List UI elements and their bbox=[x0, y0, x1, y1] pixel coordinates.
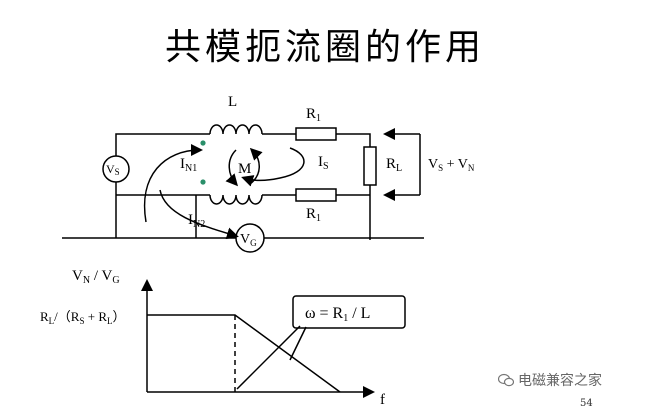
page-number: 54 bbox=[580, 398, 593, 409]
is-label: IS bbox=[318, 154, 329, 172]
resistor-bottom bbox=[295, 188, 337, 202]
corner-formula: ω = R1 / L bbox=[305, 305, 370, 324]
resistor-top-label: R1 bbox=[306, 106, 321, 124]
page-title: 共模扼流圈的作用 bbox=[164, 27, 485, 68]
in1-arrow bbox=[143, 144, 203, 223]
mutual-arrow-left bbox=[225, 149, 238, 187]
graph-ylabel: VN / VG bbox=[72, 268, 120, 286]
mutual-label: M bbox=[238, 161, 251, 177]
pointer-line-2 bbox=[289, 326, 307, 361]
wechat-icon bbox=[498, 373, 514, 387]
is-arrow bbox=[241, 147, 305, 187]
inductor-top-coil bbox=[209, 124, 263, 135]
output-voltage-label: VS + VN bbox=[428, 157, 475, 173]
load-resistor bbox=[363, 146, 377, 186]
resistor-top bbox=[295, 127, 337, 141]
pointer-line-1 bbox=[236, 325, 301, 390]
inductor-bottom-coil bbox=[209, 194, 263, 205]
vs-label: VS bbox=[106, 162, 120, 177]
coil-dot-top bbox=[200, 140, 206, 146]
graph-xlabel: f bbox=[380, 392, 385, 408]
watermark-text: 电磁兼容之家 bbox=[518, 373, 602, 389]
top-wire bbox=[115, 133, 210, 160]
in1-label: IN1 bbox=[180, 156, 197, 174]
vs-source bbox=[102, 155, 130, 183]
level-label: RL/（RS + RL） bbox=[40, 309, 126, 326]
inductor-label: L bbox=[228, 94, 237, 110]
coil-dot-bottom bbox=[200, 179, 206, 185]
corner-box bbox=[292, 295, 406, 329]
watermark: 电磁兼容之家 bbox=[498, 370, 602, 390]
in2-arrow bbox=[159, 189, 239, 240]
resistor-bottom-label: R1 bbox=[306, 206, 321, 224]
mutual-arrow-right bbox=[249, 147, 263, 185]
load-label: RL bbox=[386, 156, 402, 174]
vg-label: VG bbox=[240, 232, 257, 248]
in2-label: IN2 bbox=[188, 212, 205, 230]
